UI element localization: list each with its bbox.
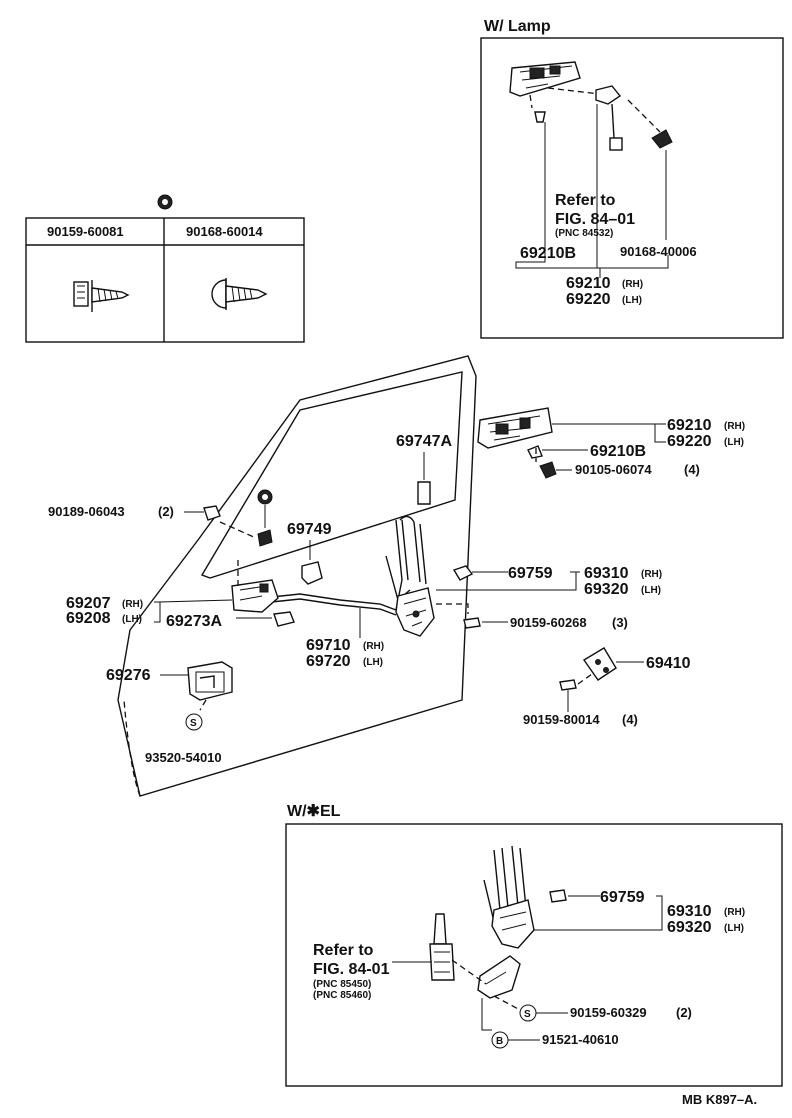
door-lock-assembly-part [385, 515, 435, 637]
label-90105-qty: (4) [684, 462, 700, 477]
el-refer-pnc2: (PNC 85460) [313, 990, 371, 1001]
screw-90159-60268-part [463, 617, 481, 629]
lamp-refer-pnc: (PNC 84532) [555, 228, 613, 239]
table-col1-header: 90159-60081 [47, 224, 124, 239]
el-refer-line2: FIG. 84-01 [313, 961, 390, 978]
s-marker-icon [185, 713, 203, 731]
fastener-table-frame [25, 217, 305, 343]
el-inset-title: W/✱EL [287, 803, 341, 820]
door-handle-lamp-part [509, 61, 581, 97]
inside-handle-bracket-part [231, 579, 279, 613]
el-label-91521-40610: 91521-40610 [542, 1032, 619, 1047]
label-93520-54010: 93520-54010 [145, 750, 222, 765]
lamp-bolt-part [651, 129, 673, 149]
label-69210-rh: (RH) [724, 421, 745, 432]
screw-90159-80014-part [559, 679, 577, 691]
label-69220: 69220 [667, 433, 712, 450]
lamp-socket-part [595, 85, 623, 151]
rod-clip-69747a-part [417, 481, 431, 505]
el-label-90159-60329-qty: (2) [676, 1005, 692, 1020]
clip-69273a-part [273, 611, 295, 627]
el-b-marker-label: B [496, 1036, 503, 1047]
label-90189-06043: 90189-06043 [48, 504, 125, 519]
label-69310: 69310 [584, 565, 629, 582]
inside-handle-rod-part [261, 593, 397, 616]
label-69310-rh: (RH) [641, 569, 662, 580]
el-lock-assembly-part [483, 845, 535, 949]
lamp-label-lh: (LH) [622, 295, 642, 306]
clip-69749-part [301, 561, 323, 585]
lamp-label-69220: 69220 [566, 291, 611, 308]
lamp-label-90168-40006: 90168-40006 [620, 244, 697, 259]
el-bracket-part [477, 955, 521, 999]
lamp-label-rh: (RH) [622, 279, 643, 290]
table-col2-header: 90168-60014 [186, 224, 263, 239]
fastener-table: 90159-60081 90168-60014 [25, 194, 305, 343]
outer-door-handle-part [477, 407, 553, 449]
screw-90189-part [203, 505, 221, 521]
label-90159-60268: 90159-60268 [510, 615, 587, 630]
inside-handle-bezel-part [187, 661, 233, 701]
lamp-label-69210: 69210 [566, 275, 611, 292]
label-69720: 69720 [306, 653, 351, 670]
lamp-refer-line1: Refer to [555, 192, 616, 209]
label-69220-lh: (LH) [724, 437, 744, 448]
label-69320-lh: (LH) [641, 585, 661, 596]
el-clip-69759-part [549, 889, 567, 903]
el-label-69310-rh: (RH) [724, 907, 745, 918]
label-69208: 69208 [66, 610, 111, 627]
lamp-refer-line2: FIG. 84–01 [555, 211, 635, 228]
label-69720-lh: (LH) [363, 657, 383, 668]
el-label-69310: 69310 [667, 903, 712, 920]
el-label-69759: 69759 [600, 889, 645, 906]
label-90189-qty: (2) [158, 504, 174, 519]
lamp-screw-part [534, 111, 546, 123]
el-label-90159-60329: 90159-60329 [570, 1005, 647, 1020]
label-69210b: 69210B [590, 443, 646, 460]
label-69208-lh: (LH) [122, 614, 142, 625]
label-69210: 69210 [667, 417, 712, 434]
label-90105-06074: 90105-06074 [575, 462, 652, 477]
label-90159-80014-qty: (4) [622, 712, 638, 727]
label-69410: 69410 [646, 655, 691, 672]
el-inset: W/✱EL 69759 69310 (RH) 69320 (LH) Refer … [285, 803, 783, 1087]
lamp-label-69210b: 69210B [520, 245, 576, 262]
el-refer-line1: Refer to [313, 942, 374, 959]
label-69749: 69749 [287, 521, 332, 538]
drawing-code: MB K897–A. [682, 1092, 757, 1107]
el-refer-pnc1: (PNC 85450) [313, 979, 371, 990]
label-69207: 69207 [66, 595, 111, 612]
el-inset-frame [285, 823, 783, 1087]
label-69207-rh: (RH) [122, 599, 143, 610]
clip-69759-part [452, 565, 474, 581]
label-69320: 69320 [584, 581, 629, 598]
lamp-inset-title: W/ Lamp [484, 18, 551, 35]
lamp-inset-frame [480, 37, 784, 339]
label-69273a: 69273A [166, 613, 222, 630]
s-marker-label: S [190, 718, 197, 729]
label-69276: 69276 [106, 667, 151, 684]
clip-screw-icon [73, 280, 130, 312]
washer-screw-icon [211, 278, 268, 310]
lamp-inset: W/ Lamp Refer to FIG. 84–01 (PNC 84532) … [480, 18, 784, 339]
el-label-69320-lh: (LH) [724, 923, 744, 934]
label-69710: 69710 [306, 637, 351, 654]
label-90159-80014: 90159-80014 [523, 712, 600, 727]
el-actuator-part [429, 913, 455, 981]
el-s-marker-label: S [524, 1009, 531, 1020]
label-69710-rh: (RH) [363, 641, 384, 652]
label-69759: 69759 [508, 565, 553, 582]
door-outline [117, 355, 477, 797]
label-90159-60268-qty: (3) [612, 615, 628, 630]
label-69747a: 69747A [396, 433, 452, 450]
el-label-69320: 69320 [667, 919, 712, 936]
